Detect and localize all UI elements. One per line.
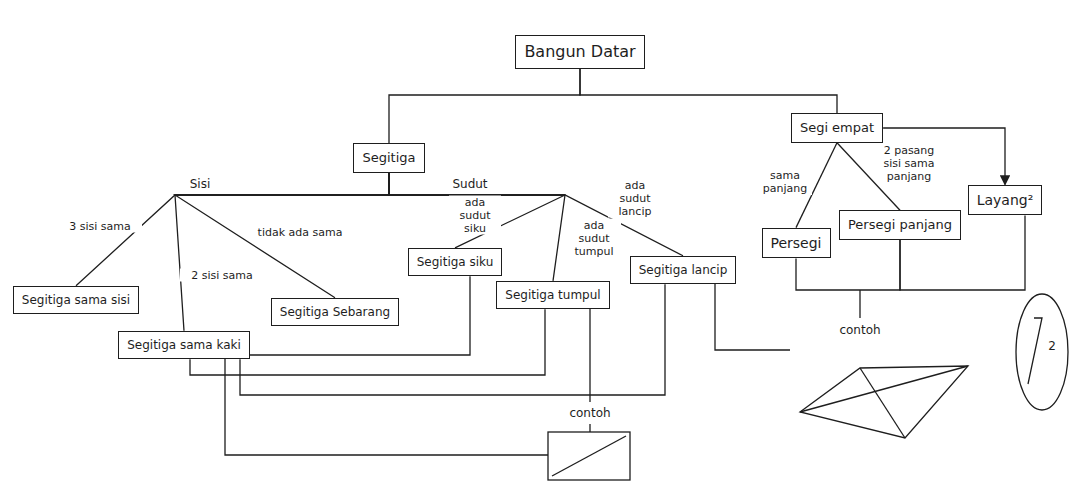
concept-box: Layang² [968, 185, 1043, 216]
note-label: contoh [837, 323, 882, 337]
concept-box: Persegi panjang [839, 210, 961, 240]
edge-label: 3 sisi sama [58, 220, 142, 233]
edge-label: 2 pasang sisi sama panjang [879, 144, 939, 183]
box-text: Layang² [977, 192, 1034, 209]
connector [389, 69, 580, 144]
rectangle-example [548, 432, 630, 480]
connector [389, 173, 565, 281]
note-label: 2 [1046, 339, 1058, 353]
connector [389, 173, 683, 256]
leader-line [589, 309, 590, 402]
note-label: Sudut [450, 177, 489, 191]
score-circle [1016, 294, 1068, 410]
edge-label: ada sudut siku [449, 196, 501, 235]
box-text: Segitiga sama sisi [22, 293, 130, 307]
connector [389, 173, 565, 248]
concept-box: Segi empat [791, 113, 883, 143]
box-text: Segitiga siku [417, 255, 494, 269]
concept-box: Persegi [762, 228, 831, 259]
kite-diagonal [860, 368, 905, 438]
box-text: Persegi panjang [848, 217, 952, 233]
edge-label: sama panjang [758, 169, 812, 195]
leader-line [859, 290, 860, 318]
rectangle-diagonal [552, 436, 626, 476]
note-label: contoh [567, 406, 612, 420]
edge-label: tidak ada sama [248, 226, 352, 239]
leader-line [225, 359, 548, 455]
concept-box: Segitiga [353, 143, 424, 173]
connector [250, 276, 470, 355]
concept-box: Segitiga lancip [630, 256, 737, 284]
box-text: Segitiga lancip [639, 263, 728, 277]
edge-label: ada sudut tumpul [567, 219, 621, 258]
leader-line [589, 424, 590, 432]
box-text: Persegi [771, 235, 822, 252]
concept-box: Segitiga sama sisi [13, 286, 139, 314]
box-text: Segitiga [362, 150, 415, 166]
note-label: Sisi [188, 177, 213, 191]
edge-label: ada sudut lancip [608, 179, 662, 218]
concept-box: Bangun Datar [515, 35, 644, 68]
leader-line [715, 284, 790, 350]
box-text: Segi empat [800, 120, 874, 136]
kite-example [800, 366, 968, 438]
concept-box: Segitiga tumpul [496, 281, 609, 309]
connector [580, 69, 837, 114]
score-stroke [1028, 318, 1042, 384]
concept-box: Segitiga siku [408, 248, 503, 276]
concept-box: Segitiga Sebarang [271, 298, 399, 326]
edge-label: 2 sisi sama [180, 269, 264, 282]
box-text: Segitiga sama kaki [127, 338, 241, 352]
box-text: Segitiga Sebarang [280, 305, 390, 319]
box-text: Segitiga tumpul [505, 288, 600, 302]
connector [175, 173, 389, 298]
box-text: Bangun Datar [524, 42, 635, 61]
concept-box: Segitiga sama kaki [118, 331, 250, 359]
